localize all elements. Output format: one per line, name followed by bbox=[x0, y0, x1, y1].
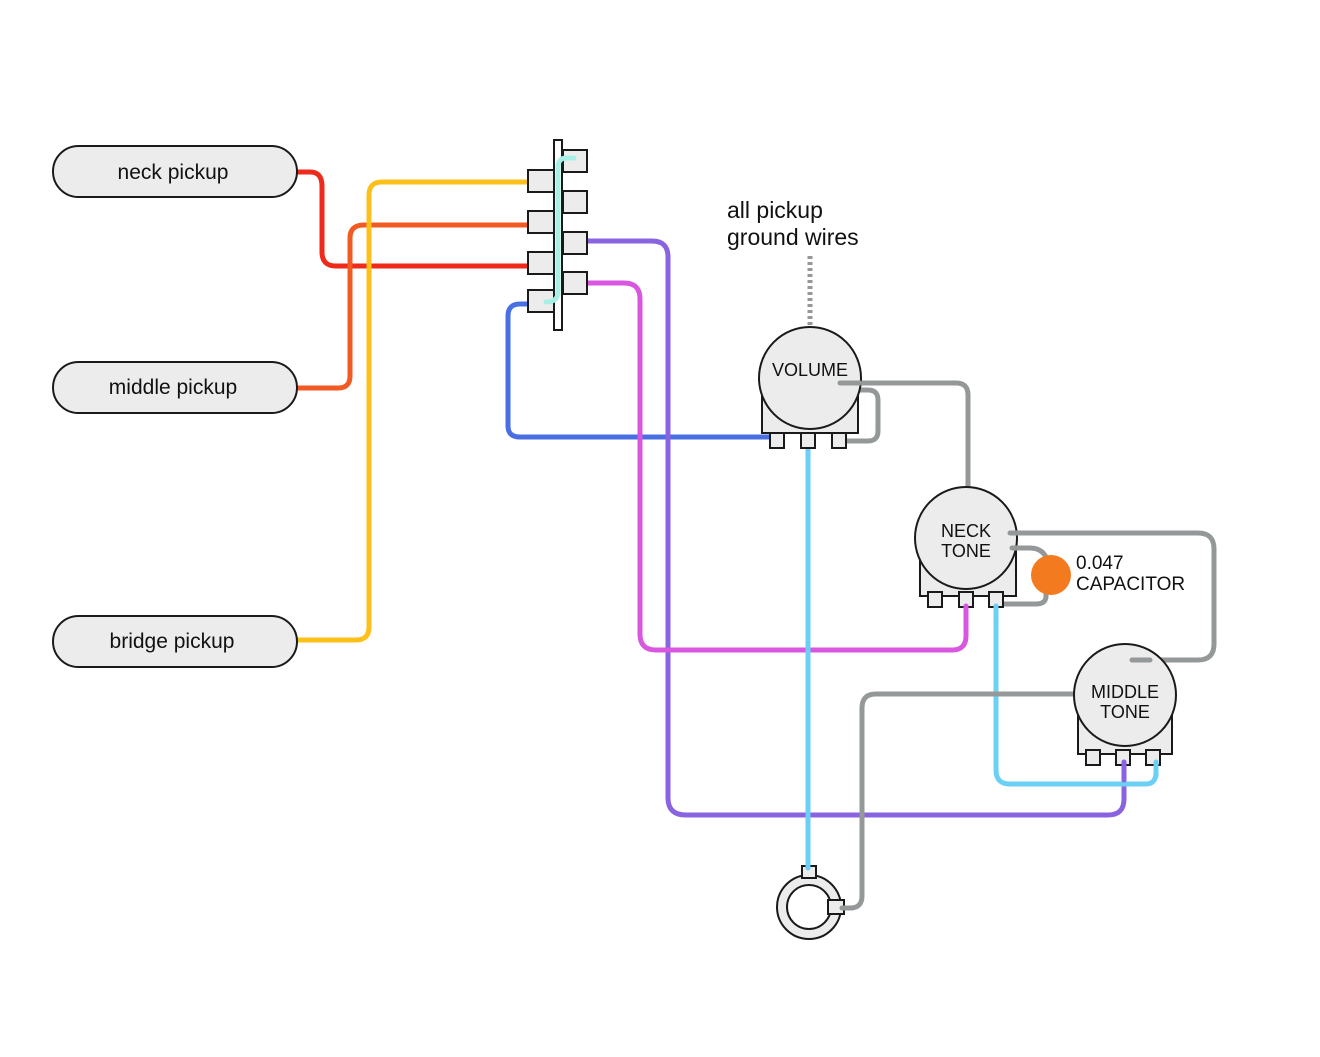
bridge-pickup: bridge pickup bbox=[52, 615, 298, 668]
wire-necktone-middletone-gray bbox=[1009, 530, 1217, 663]
middle-pickup-label: middle pickup bbox=[109, 376, 237, 399]
switch-lug-r3 bbox=[562, 231, 588, 255]
bridge-pickup-label: bridge pickup bbox=[110, 630, 235, 653]
neck-tone-label-line1: NECK bbox=[941, 521, 991, 541]
wire-capacitor-lead-bottom bbox=[1001, 587, 1049, 607]
output-jack bbox=[776, 865, 845, 940]
switch-lug-l3 bbox=[527, 251, 555, 275]
capacitor-label-line2: CAPACITOR bbox=[1076, 574, 1185, 595]
ground-note-line1: all pickup bbox=[727, 197, 823, 223]
wire-volume-ground-loop-gray bbox=[841, 387, 881, 444]
neck-pickup-label: neck pickup bbox=[118, 161, 229, 184]
neck-pickup: neck pickup bbox=[52, 145, 298, 198]
capacitor-label-line1: 0.047 bbox=[1076, 553, 1124, 574]
wire-bridge-yellow bbox=[293, 179, 533, 643]
middle-pickup: middle pickup bbox=[52, 361, 298, 414]
wire-switch-jumper-mint-overlay bbox=[543, 155, 577, 305]
wire-middle-orange bbox=[293, 222, 533, 391]
ground-note-line2: ground wires bbox=[727, 224, 859, 250]
switch-lug-r1 bbox=[562, 149, 588, 173]
middle-tone-lug-1 bbox=[1085, 749, 1101, 766]
wires bbox=[293, 153, 1217, 911]
volume-lug-1 bbox=[769, 432, 785, 449]
volume-lug-2 bbox=[800, 432, 816, 449]
wire-switch-middletone-violet bbox=[577, 238, 1127, 818]
neck-tone-label-line2: TONE bbox=[941, 541, 991, 561]
wire-volume-necktone-gray bbox=[839, 380, 971, 495]
neck-tone-pot: NECK TONE bbox=[914, 486, 1018, 608]
wire-neck-red bbox=[293, 169, 533, 269]
volume-label: VOLUME bbox=[772, 360, 848, 380]
wire-switch-volume-blue bbox=[505, 301, 779, 440]
volume-lug-3 bbox=[831, 432, 847, 449]
middle-tone-pot: MIDDLE TONE bbox=[1073, 643, 1177, 766]
pickup-selector-switch bbox=[527, 139, 588, 331]
switch-lug-r2 bbox=[562, 190, 588, 214]
capacitor bbox=[1031, 555, 1071, 595]
neck-tone-lug-1 bbox=[927, 591, 943, 608]
wire-middletone-jack-gray bbox=[837, 691, 1079, 911]
wire-switch-necktone-magenta bbox=[577, 280, 969, 653]
switch-lug-l2 bbox=[527, 210, 555, 234]
middle-tone-label-line1: MIDDLE bbox=[1091, 682, 1159, 702]
volume-pot: VOLUME bbox=[758, 326, 862, 449]
switch-lug-l1 bbox=[527, 169, 555, 193]
middle-tone-label-line2: TONE bbox=[1100, 702, 1150, 722]
switch-lug-r4 bbox=[562, 271, 588, 295]
